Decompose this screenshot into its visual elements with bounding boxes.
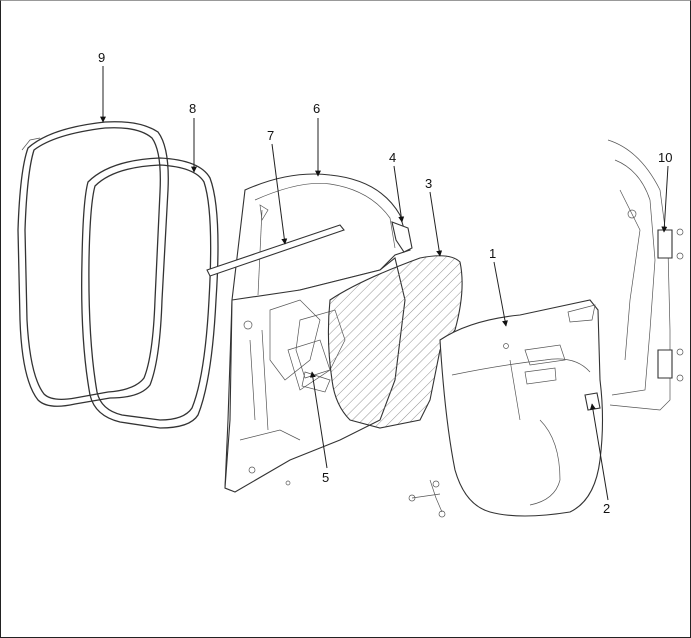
callout-7: 7	[267, 128, 274, 143]
callout-9: 9	[98, 50, 105, 65]
door-trim-panel	[439, 299, 604, 517]
handle-cover	[584, 392, 601, 411]
delta-cover	[391, 221, 413, 253]
callout-3: 3	[425, 176, 432, 191]
outer-weatherstrip	[17, 121, 169, 407]
fasteners	[408, 479, 446, 518]
callout-5: 5	[322, 470, 329, 485]
callout-6: 6	[313, 101, 320, 116]
body-and-hinges	[607, 139, 684, 411]
callout-10: 10	[658, 150, 672, 165]
vapor-barrier	[327, 255, 463, 429]
callout-labels: 9 8 6 7 4 3 1 5 2 10	[98, 50, 672, 516]
callout-8: 8	[189, 101, 196, 116]
window-strip	[206, 224, 345, 277]
callout-4: 4	[389, 150, 396, 165]
callout-1: 1	[489, 246, 496, 261]
leader-lines	[100, 66, 669, 501]
inner-weatherstrip	[81, 157, 219, 429]
callout-2: 2	[603, 501, 610, 516]
